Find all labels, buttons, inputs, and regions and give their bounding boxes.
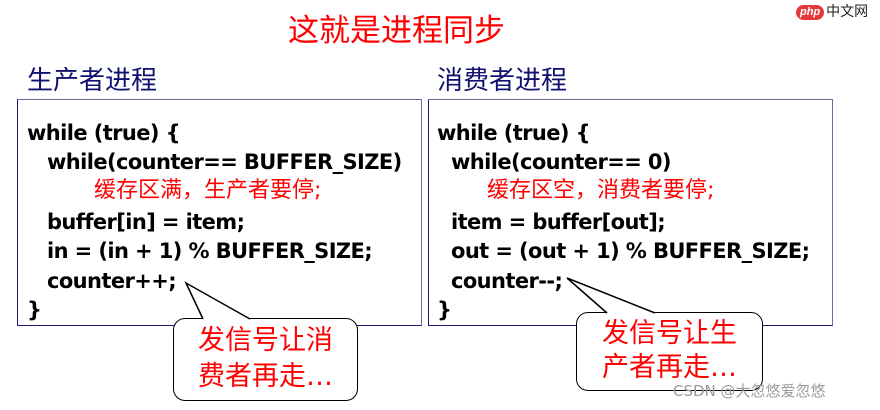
code-line: counter--; — [451, 269, 563, 293]
slide-title: 这就是进程同步 — [288, 13, 505, 49]
php-cn-logo: php 中文网 — [796, 4, 868, 20]
callout-text-line1: 发信号让生 — [602, 318, 737, 349]
producer-callout: 发信号让消 费者再走… — [173, 318, 358, 401]
callout-text-line2: 产者再走… — [602, 352, 737, 383]
code-line: } — [437, 298, 452, 322]
code-comment: 缓存区空，消费者要停; — [487, 178, 715, 203]
csdn-watermark: CSDN @大忽悠爱忽悠 — [673, 382, 826, 400]
producer-heading: 生产者进程 — [27, 66, 158, 96]
code-line: while (true) { — [27, 121, 181, 145]
consumer-callout: 发信号让生 产者再走… — [576, 312, 763, 391]
consumer-heading: 消费者进程 — [437, 66, 568, 96]
code-line: item = buffer[out]; — [451, 210, 666, 234]
callout-text-line2: 费者再走… — [198, 361, 333, 392]
code-line: while (true) { — [437, 121, 591, 145]
logo-text: 中文网 — [826, 4, 869, 20]
code-line: } — [27, 298, 42, 322]
code-line: while(counter== BUFFER_SIZE) — [47, 150, 402, 174]
code-line: out = (out + 1) % BUFFER_SIZE; — [451, 239, 810, 263]
php-logo-icon: php — [796, 4, 825, 20]
code-line: while(counter== 0) — [451, 150, 672, 174]
consumer-code-box: while (true) { while(counter== 0) 缓存区空，消… — [428, 99, 833, 326]
code-line: in = (in + 1) % BUFFER_SIZE; — [47, 239, 373, 263]
callout-text-line1: 发信号让消 — [198, 325, 333, 356]
code-line: buffer[in] = item; — [47, 210, 245, 234]
code-comment: 缓存区满，生产者要停; — [94, 178, 322, 203]
producer-code-box: while (true) { while(counter== BUFFER_SI… — [17, 99, 422, 326]
code-line: counter++; — [47, 269, 177, 293]
